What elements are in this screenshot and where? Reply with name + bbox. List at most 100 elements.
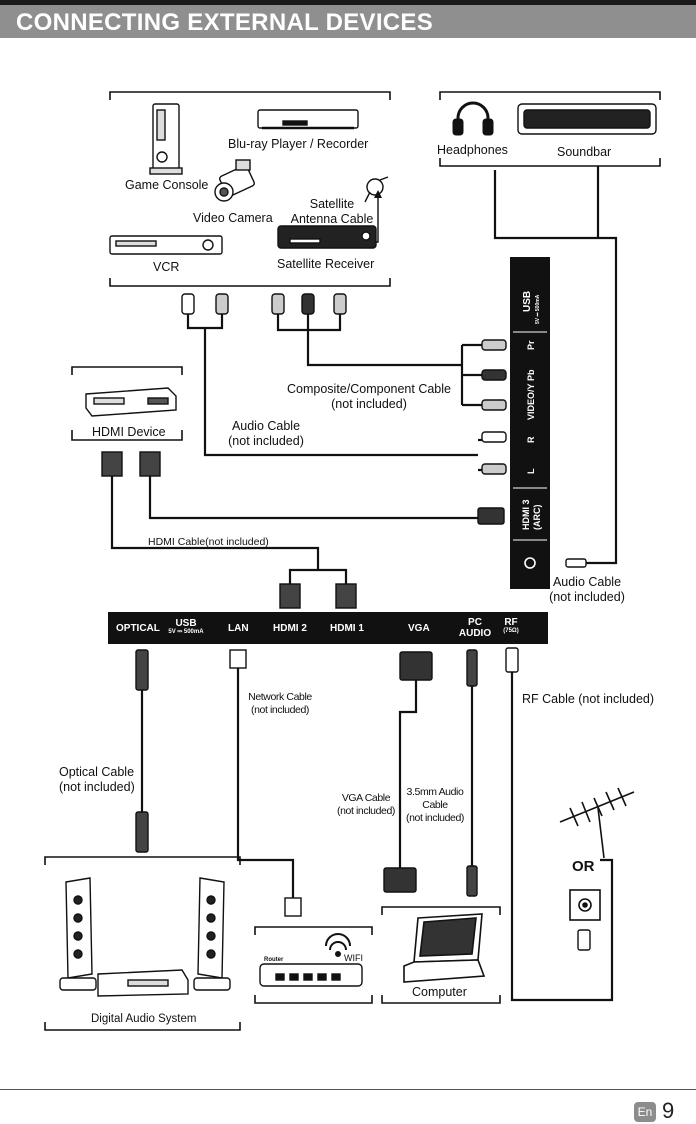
optical-cable-label-1: Optical Cable [59, 765, 135, 779]
port-optical: OPTICAL [116, 623, 160, 634]
port-hdmi2: HDMI 2 [273, 623, 307, 634]
hdmi-plugs [101, 451, 357, 609]
speaker-right-icon [193, 877, 231, 991]
hdmi-device-label: HDMI Device [92, 425, 166, 439]
vcr-label: VCR [153, 260, 180, 274]
rf-cable-line [510, 672, 614, 1002]
composite-cable-label-2: (not included) [331, 397, 407, 411]
arrow-icon [374, 190, 382, 198]
satellite-dish-icon [364, 176, 389, 203]
rca-plugs-component-top [271, 293, 347, 315]
bluray-label: Blu-ray Player / Recorder [228, 137, 369, 151]
audio-35mm-label-3: (not included) [405, 812, 465, 824]
network-cable-label-2: (not included) [250, 704, 310, 716]
side-port-hdmi3: HDMI 3 [521, 499, 531, 530]
side-port-usb: USB [522, 290, 533, 312]
side-port-dividers [513, 331, 547, 541]
port-pc-audio: PC AUDIO [458, 617, 492, 639]
rca-plugs-audio-top [181, 293, 229, 315]
vga-cable-line [398, 680, 418, 868]
port-pc-label: PC [468, 617, 482, 628]
video-camera-icon [214, 159, 255, 202]
satellite-receiver-icon [277, 225, 377, 249]
network-cable-line [236, 668, 295, 898]
port-usb-rating: 5V ⎓ 500mA [168, 629, 204, 635]
port-usb: USB 5V ⎓ 500mA [165, 618, 207, 636]
language-badge: En [634, 1102, 656, 1122]
side-port-r: R [526, 436, 536, 444]
optical-cable-label-2: (not included) [59, 780, 135, 794]
satellite-antenna-label-1: Satellite [309, 197, 355, 211]
bottom-port-panel [108, 612, 548, 644]
headphones-label: Headphones [437, 143, 508, 157]
port-rf-label: RF [504, 617, 518, 628]
composite-cable-label-1: Composite/Component Cable [287, 382, 451, 396]
bluray-player-icon [257, 109, 359, 130]
satellite-antenna-label-2: Antenna Cable [290, 212, 374, 226]
side-port-arc: (ARC) [532, 504, 542, 531]
satellite-receiver-label: Satellite Receiver [277, 257, 375, 271]
soundbar-icon [517, 103, 657, 135]
section-header: CONNECTING EXTERNAL DEVICES [0, 5, 696, 38]
router-label: Router [264, 957, 284, 963]
audio-35mm-label-1: 3.5mm Audio [406, 786, 464, 798]
vcr-icon [109, 235, 223, 255]
port-rf-rating: (75Ω) [503, 628, 519, 634]
page-number: 9 [662, 1098, 675, 1123]
side-port-video-y: VIDEO/Y [526, 383, 536, 420]
vga-plugs [383, 651, 433, 893]
audio-receiver-icon [97, 969, 189, 997]
digital-audio-system-label: Digital Audio System [91, 1013, 197, 1025]
wifi-icon [325, 933, 351, 957]
side-plugs [477, 339, 587, 568]
wall-socket-icon [569, 889, 601, 921]
hdmi-device-bracket [71, 366, 183, 441]
game-console-icon [149, 103, 183, 175]
page-title: CONNECTING EXTERNAL DEVICES [16, 9, 434, 36]
vga-cable-label-2: (not included) [336, 805, 396, 817]
optical-plugs [135, 649, 149, 853]
audio-cable-right-label-2: (not included) [549, 590, 625, 604]
pc-audio-plugs [466, 649, 478, 897]
laptop-icon [403, 913, 486, 983]
rf-cable-label: RF Cable (not included) [522, 692, 655, 706]
top-rule [0, 0, 696, 5]
soundbar-label: Soundbar [557, 145, 612, 159]
video-camera-label: Video Camera [193, 211, 273, 225]
audio-cable-left-label-2: (not included) [228, 434, 304, 448]
audio-cable-right-label-1: Audio Cable [552, 575, 622, 589]
hdmi-cable-line [110, 476, 478, 586]
or-label: OR [572, 858, 595, 875]
vga-cable-label-1: VGA Cable [341, 792, 391, 804]
hdmi-device-icon [85, 387, 177, 417]
headphone-audio-cable-line [493, 166, 618, 565]
hdmi-cable-label: HDMI Cable(not included) [148, 536, 269, 548]
audio-devices-bracket [439, 91, 661, 167]
audio-cable-left-label-1: Audio Cable [231, 419, 301, 433]
network-cable-label-1: Network Cable [248, 691, 312, 703]
port-rf: RF (75Ω) [500, 617, 522, 635]
side-port-pb: Pb [526, 369, 536, 381]
port-lan: LAN [228, 623, 249, 634]
component-cable-line [276, 314, 482, 407]
port-hdmi1: HDMI 1 [330, 623, 364, 634]
computer-label: Computer [412, 985, 467, 999]
computer-bracket [381, 906, 501, 1004]
side-port-pr: Pr [526, 340, 536, 350]
router-icon [259, 963, 363, 987]
footer-divider [0, 1089, 696, 1090]
game-console-label: Game Console [125, 178, 209, 192]
speaker-left-icon [59, 877, 97, 991]
port-usb-label: USB [175, 618, 197, 629]
av-devices-bracket [109, 91, 391, 287]
port-audio-label: AUDIO [458, 628, 492, 639]
headphone-port-icon [524, 557, 536, 569]
audio-35mm-label-2: Cable [422, 799, 448, 811]
headphones-icon [452, 101, 494, 136]
lan-plugs [229, 649, 302, 917]
wifi-label: WIFI [344, 953, 363, 963]
side-port-usb-rating: 5V ⎓ 500mA [535, 294, 541, 324]
router-bracket [254, 926, 373, 1004]
port-vga: VGA [408, 623, 430, 634]
